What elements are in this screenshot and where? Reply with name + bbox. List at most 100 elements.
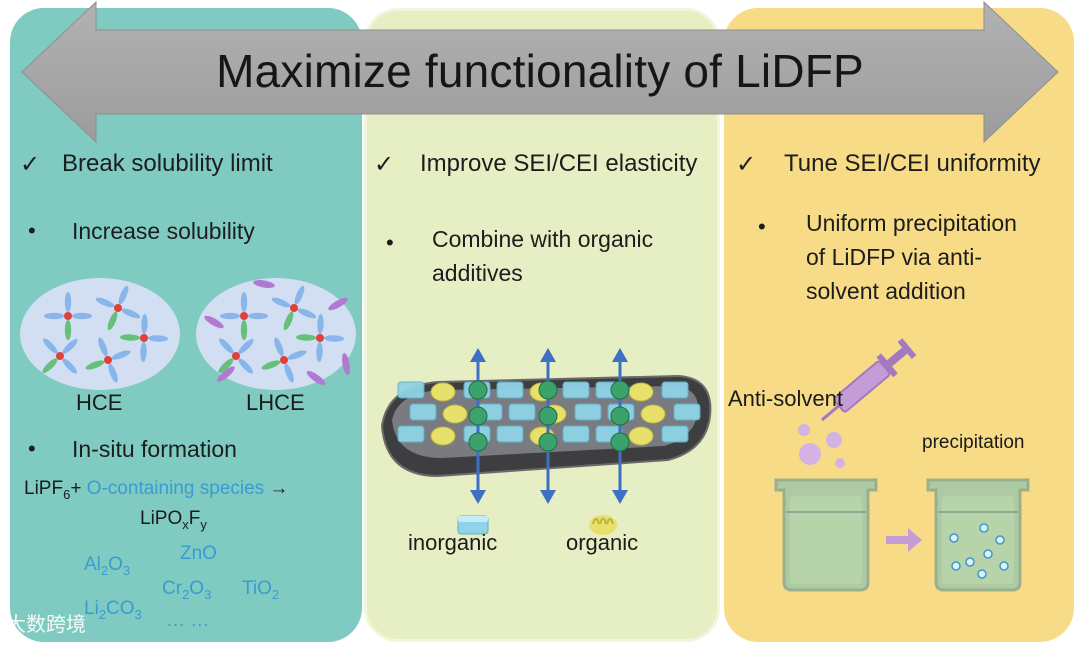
solvent-molecule <box>296 334 317 341</box>
solvent-molecule <box>85 360 105 370</box>
solvent-molecule <box>240 320 248 340</box>
solvent-molecule <box>118 285 129 305</box>
organic-node <box>468 406 488 426</box>
elastic-arrow-head-up <box>540 348 556 362</box>
double-arrow-icon <box>21 0 1059 144</box>
organic-node <box>468 380 488 400</box>
right-bullet-line1: Uniform precipitation <box>806 210 1017 236</box>
organic-node <box>538 380 558 400</box>
diluent-molecule <box>253 280 275 288</box>
bullet-icon: • <box>28 436 36 461</box>
organic-node <box>610 406 630 426</box>
inorganic-component <box>661 425 689 443</box>
solvent-molecule <box>248 312 268 320</box>
inorganic-component <box>562 425 590 443</box>
left-bullet-in-situ: In-situ formation <box>72 436 237 462</box>
li-ion <box>240 312 248 320</box>
solvent-molecule <box>271 297 291 308</box>
right-heading: Tune SEI/CEI uniformity <box>784 150 1041 177</box>
solvent-molecule <box>240 292 248 312</box>
inorganic-component <box>673 403 701 421</box>
li-ion <box>64 312 72 320</box>
left-bullet-increase-solubility: Increase solubility <box>72 218 255 244</box>
beakers-illustration <box>774 478 1030 592</box>
solvent-molecule <box>44 312 64 320</box>
cluster-background <box>196 278 356 390</box>
diluent-molecule <box>217 366 235 382</box>
antisolvent-label: Anti-solvent <box>728 386 843 411</box>
solvent-molecule <box>316 341 323 362</box>
solvent-molecule <box>98 337 108 357</box>
organic-node <box>538 406 558 426</box>
organic-component <box>640 404 666 424</box>
elastic-arrow-head-down <box>612 490 628 504</box>
organic-legend-label: organic <box>566 530 639 555</box>
solvent-molecule <box>323 335 344 342</box>
solvent-molecule <box>317 314 324 335</box>
solvent-molecule <box>238 358 254 374</box>
solvent-molecule <box>261 360 281 370</box>
diluent-molecule <box>204 315 224 329</box>
compound-li2co3: Li2CO3 <box>84 598 142 622</box>
li-ion <box>140 334 148 342</box>
reaction-product: LiPOxFy <box>140 508 207 532</box>
elastic-arrow-head-down <box>470 490 486 504</box>
solvent-molecule <box>147 335 168 342</box>
inorganic-component <box>508 403 536 421</box>
solvent-molecule <box>72 312 92 320</box>
elastic-arrow-head-up <box>470 348 486 362</box>
check-icon: ✓ <box>374 150 395 178</box>
organic-node <box>538 432 558 452</box>
inorganic-component <box>562 381 590 399</box>
check-icon: ✓ <box>20 150 41 178</box>
solvent-molecule <box>121 308 141 319</box>
middle-bullet-line2: additives <box>432 260 523 286</box>
inorganic-component <box>397 425 425 443</box>
organic-component <box>628 426 654 446</box>
sei-layer-illustration <box>380 348 712 504</box>
solvent-molecule <box>218 338 234 354</box>
lhce-label: LHCE <box>246 390 305 415</box>
solvent-molecule <box>108 363 118 383</box>
solvent-molecule <box>274 337 284 357</box>
solvent-molecule <box>120 334 141 341</box>
organic-component <box>430 382 456 402</box>
solvent-molecule <box>64 292 72 312</box>
bullet-icon: • <box>28 218 36 243</box>
left-heading: Break solubility limit <box>62 150 273 177</box>
li-ion <box>56 352 64 360</box>
hce-label: HCE <box>76 390 123 415</box>
bullet-icon: • <box>386 230 394 255</box>
organic-component <box>628 382 654 402</box>
inorganic-component <box>496 381 524 399</box>
compound-zno: ZnO <box>180 543 217 564</box>
reaction-equation: LiPF6+ O-containing species → <box>24 478 289 502</box>
inorganic-component <box>496 425 524 443</box>
right-bullet-line3: solvent addition <box>806 278 966 304</box>
solvent-molecule <box>62 358 78 374</box>
solvent-molecule <box>64 320 72 340</box>
solvent-molecule <box>238 338 254 354</box>
solvent-molecule <box>111 350 131 360</box>
check-icon: ✓ <box>736 150 757 178</box>
solvent-molecule <box>294 285 305 305</box>
inorganic-component <box>574 403 602 421</box>
inorganic-legend-icon <box>457 515 489 535</box>
cluster-background <box>20 278 180 390</box>
inorganic-component <box>661 381 689 399</box>
banner-title: Maximize functionality of LiDFP <box>216 45 864 97</box>
syringe-droplets-illustration <box>798 338 917 468</box>
solvent-molecule <box>141 314 148 335</box>
solvent-molecule <box>140 341 147 362</box>
solvent-molecule <box>297 308 317 319</box>
solvent-molecule <box>284 363 294 383</box>
solvent-molecule <box>42 358 58 374</box>
compound-al2o3: Al2O3 <box>84 554 131 578</box>
diluent-molecule <box>342 353 350 375</box>
compound-cr2o3: Cr2O3 <box>162 578 212 602</box>
solvent-molecule <box>62 338 78 354</box>
banner: Maximize functionality of LiDFP <box>0 0 1080 150</box>
compound-tio2: TiO2 <box>242 578 280 602</box>
organic-node <box>610 380 630 400</box>
inorganic-component <box>397 381 425 399</box>
